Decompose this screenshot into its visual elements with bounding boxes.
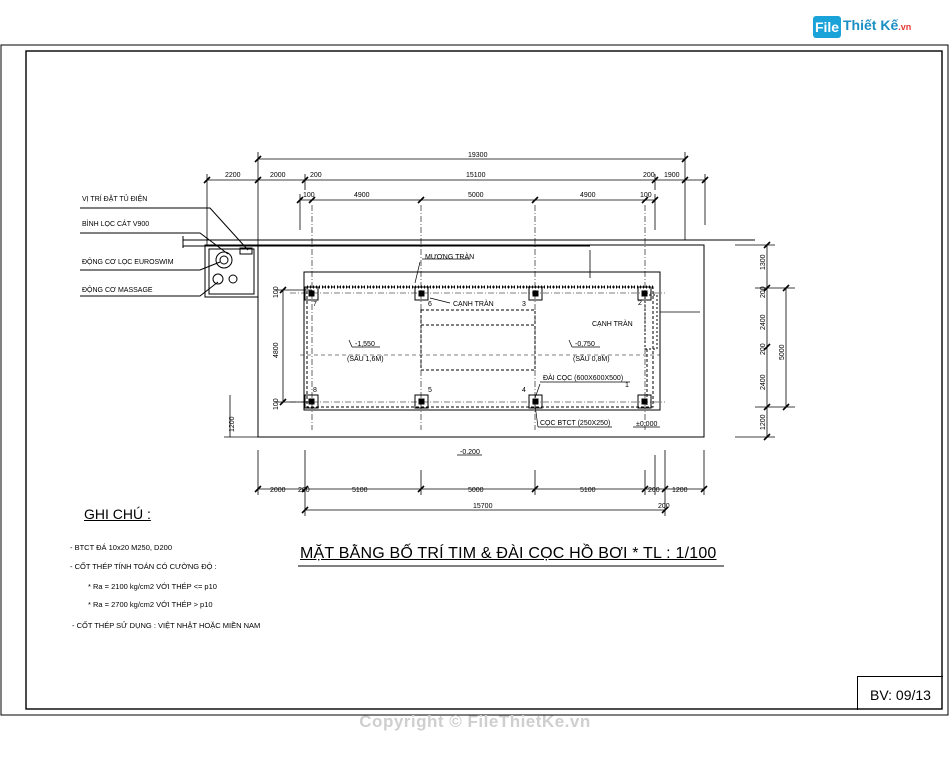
pump-1 [212,273,224,285]
pile-number-3: 3 [522,301,526,308]
label-outside-level: -0.200 [460,449,480,456]
dim-lines [206,152,795,516]
dim-bottom-1: 200 [298,487,310,494]
drawing-title: MẶT BẰNG BỐ TRÍ TIM & ĐÀI CỌC HỒ BƠI * T… [300,545,717,562]
note-item-5: - CỐT THÉP SỬ DỤNG : VIỆT NHẬT HOẶC MIỀN… [72,621,261,630]
pump-2 [228,274,238,284]
dim-bottom-4: 5100 [580,487,596,494]
pile-number-8: 8 [313,387,317,394]
notes-title: GHI CHÚ : [84,506,151,522]
pile-number-2: 2 [638,300,642,307]
label-ground-level: ±0.000 [636,421,657,428]
label-sand-filter: BÌNH LỌC CÁT V900 [82,221,150,228]
pile-number-1: 1 [625,382,629,389]
label-pile: CỌC BTCT (250X250) [540,420,610,427]
drawing-frame [25,50,943,710]
dim-right-6: 5000 [779,344,786,360]
dim-right-5: 1200 [760,414,767,430]
dim-left-2: 100 [273,398,280,410]
dim-left-1: 100 [273,286,280,298]
note-item-2: - CỐT THÉP TÍNH TOÁN CÓ CƯỜNG ĐỘ : [70,562,217,571]
pile-number-5: 5 [428,387,432,394]
pile-number-6: 6 [428,301,432,308]
logo-text: Thiết Kế [843,17,899,33]
dim-axis-1: 4900 [354,192,370,199]
logo-mark: File [813,16,841,38]
dim-axis-2: 5000 [468,192,484,199]
dim-top-5: 1900 [664,172,680,179]
label-electric-panel: VỊ TRÍ ĐẶT TỦ ĐIỆN [82,196,148,203]
dim-bottom-0: 2000 [270,487,286,494]
pile-number-7: 7 [313,301,317,308]
dim-top-0: 2200 [225,172,241,179]
label-deep-level: -1,550 [355,341,375,348]
dim-top-4: 200 [643,172,655,179]
label-deep-depth: (SÂU 1,6M) [347,354,384,363]
label-massage-pump: ĐỘNG CƠ MASSAGE [82,287,153,294]
plan-labels: MƯƠNG TRÀN CẠNH TRÀN CẠNH TRÀN ĐÀI CỌC (… [313,252,657,456]
dim-bottom-5: 200 [648,487,660,494]
sheet-number: BV: 09/13 [857,676,943,710]
logo-suffix: .vn [898,22,912,32]
label-overflow-edge-2: CẠNH TRÀN [592,319,633,328]
note-item-1: - BTCT ĐÁ 10x20 M250, D200 [70,543,172,552]
pile-number-4: 4 [522,387,526,394]
dim-top-1: 2000 [270,172,286,179]
pool-wall-dashed [306,286,654,408]
dim-ticks [203,155,790,514]
label-shallow-depth: (SÂU 0,8M) [573,354,610,363]
dim-top-3: 15100 [466,172,486,179]
label-pile-cap: ĐÀI CỌC (600X600X500) [543,373,623,382]
note-item-3: * Ra = 2100 kg/cm2 VỚI THÉP <= p10 [88,582,217,591]
step-area [420,309,536,371]
label-overflow-edge-1: CẠNH TRÀN [453,299,494,308]
dim-bottom-extra: 200 [658,503,670,510]
label-shallow-level: -0,750 [575,341,595,348]
note-item-4: * Ra = 2700 kg/cm2 VỚI THÉP > p10 [88,600,213,609]
site-logo[interactable]: File Thiết Kế.vn [813,14,917,40]
pool-outline [303,271,661,411]
deck-outline [257,244,705,438]
dim-axis-3: 4900 [580,192,596,199]
dim-right-2: 2400 [760,314,767,330]
pile-caps [304,286,652,409]
dim-left-0: 4800 [273,342,280,358]
dim-left-3: 1200 [229,416,236,432]
dim-top-2: 200 [310,172,322,179]
equipment-room [204,244,259,298]
dim-bottom-2: 5100 [352,487,368,494]
label-filter-pump: ĐỘNG CƠ LỌC EUROSWIM [82,259,174,266]
dim-text: 19300 2200 2000 200 15100 200 1900 100 4… [225,152,786,510]
dim-right-1: 200 [760,286,767,298]
dim-right-4: 2400 [760,374,767,390]
dim-bottom-6: 1200 [672,487,688,494]
dim-bottom-3: 5000 [468,487,484,494]
dim-bottom-total: 15700 [473,503,493,510]
copyright-watermark: Copyright © FileThietKe.vn [359,712,591,731]
dim-axis-0: 100 [303,192,315,199]
outer-border [0,44,949,716]
dim-axis-4: 100 [640,192,652,199]
logo-name: Thiết Kế.vn [843,17,911,33]
label-overflow-channel: MƯƠNG TRÀN [425,252,474,261]
dim-right-0: 1300 [760,254,767,270]
dim-overall-top: 19300 [468,152,488,159]
dim-right-3: 200 [760,343,767,355]
sand-filter [215,251,233,269]
